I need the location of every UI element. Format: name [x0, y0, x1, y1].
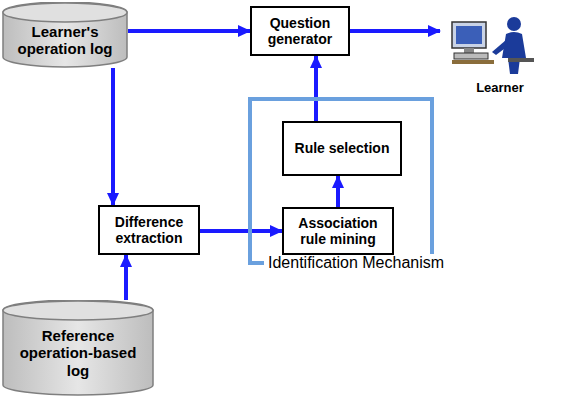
group-label: Identification Mechanism	[264, 254, 448, 272]
node-label: Learner's operation log	[8, 23, 122, 58]
node-label: Question generator	[255, 15, 345, 47]
flow-arrow	[124, 255, 128, 300]
process-box: Question generator	[250, 6, 350, 56]
actor: Learner	[440, 0, 560, 96]
process-box: Association rule mining	[282, 207, 394, 255]
database-cylinder: Reference operation-based log	[2, 300, 154, 396]
flow-arrow	[350, 29, 440, 33]
flow-arrow	[128, 29, 250, 33]
process-box: Difference extraction	[98, 205, 200, 255]
group-frame: Identification MechanismRule selectionAs…	[248, 97, 434, 265]
flow-arrow	[200, 229, 282, 233]
database-cylinder: Learner's operation log	[2, 2, 128, 68]
flow-arrow	[111, 68, 115, 205]
node-label: Learner	[440, 81, 560, 96]
node-label: Difference extraction	[103, 214, 195, 246]
flow-arrow	[336, 176, 340, 207]
node-label: Reference operation-based log	[8, 327, 148, 379]
process-box: Rule selection	[282, 121, 402, 176]
flow-arrow	[314, 56, 318, 121]
node-label: Rule selection	[295, 140, 390, 156]
node-label: Association rule mining	[287, 215, 389, 247]
